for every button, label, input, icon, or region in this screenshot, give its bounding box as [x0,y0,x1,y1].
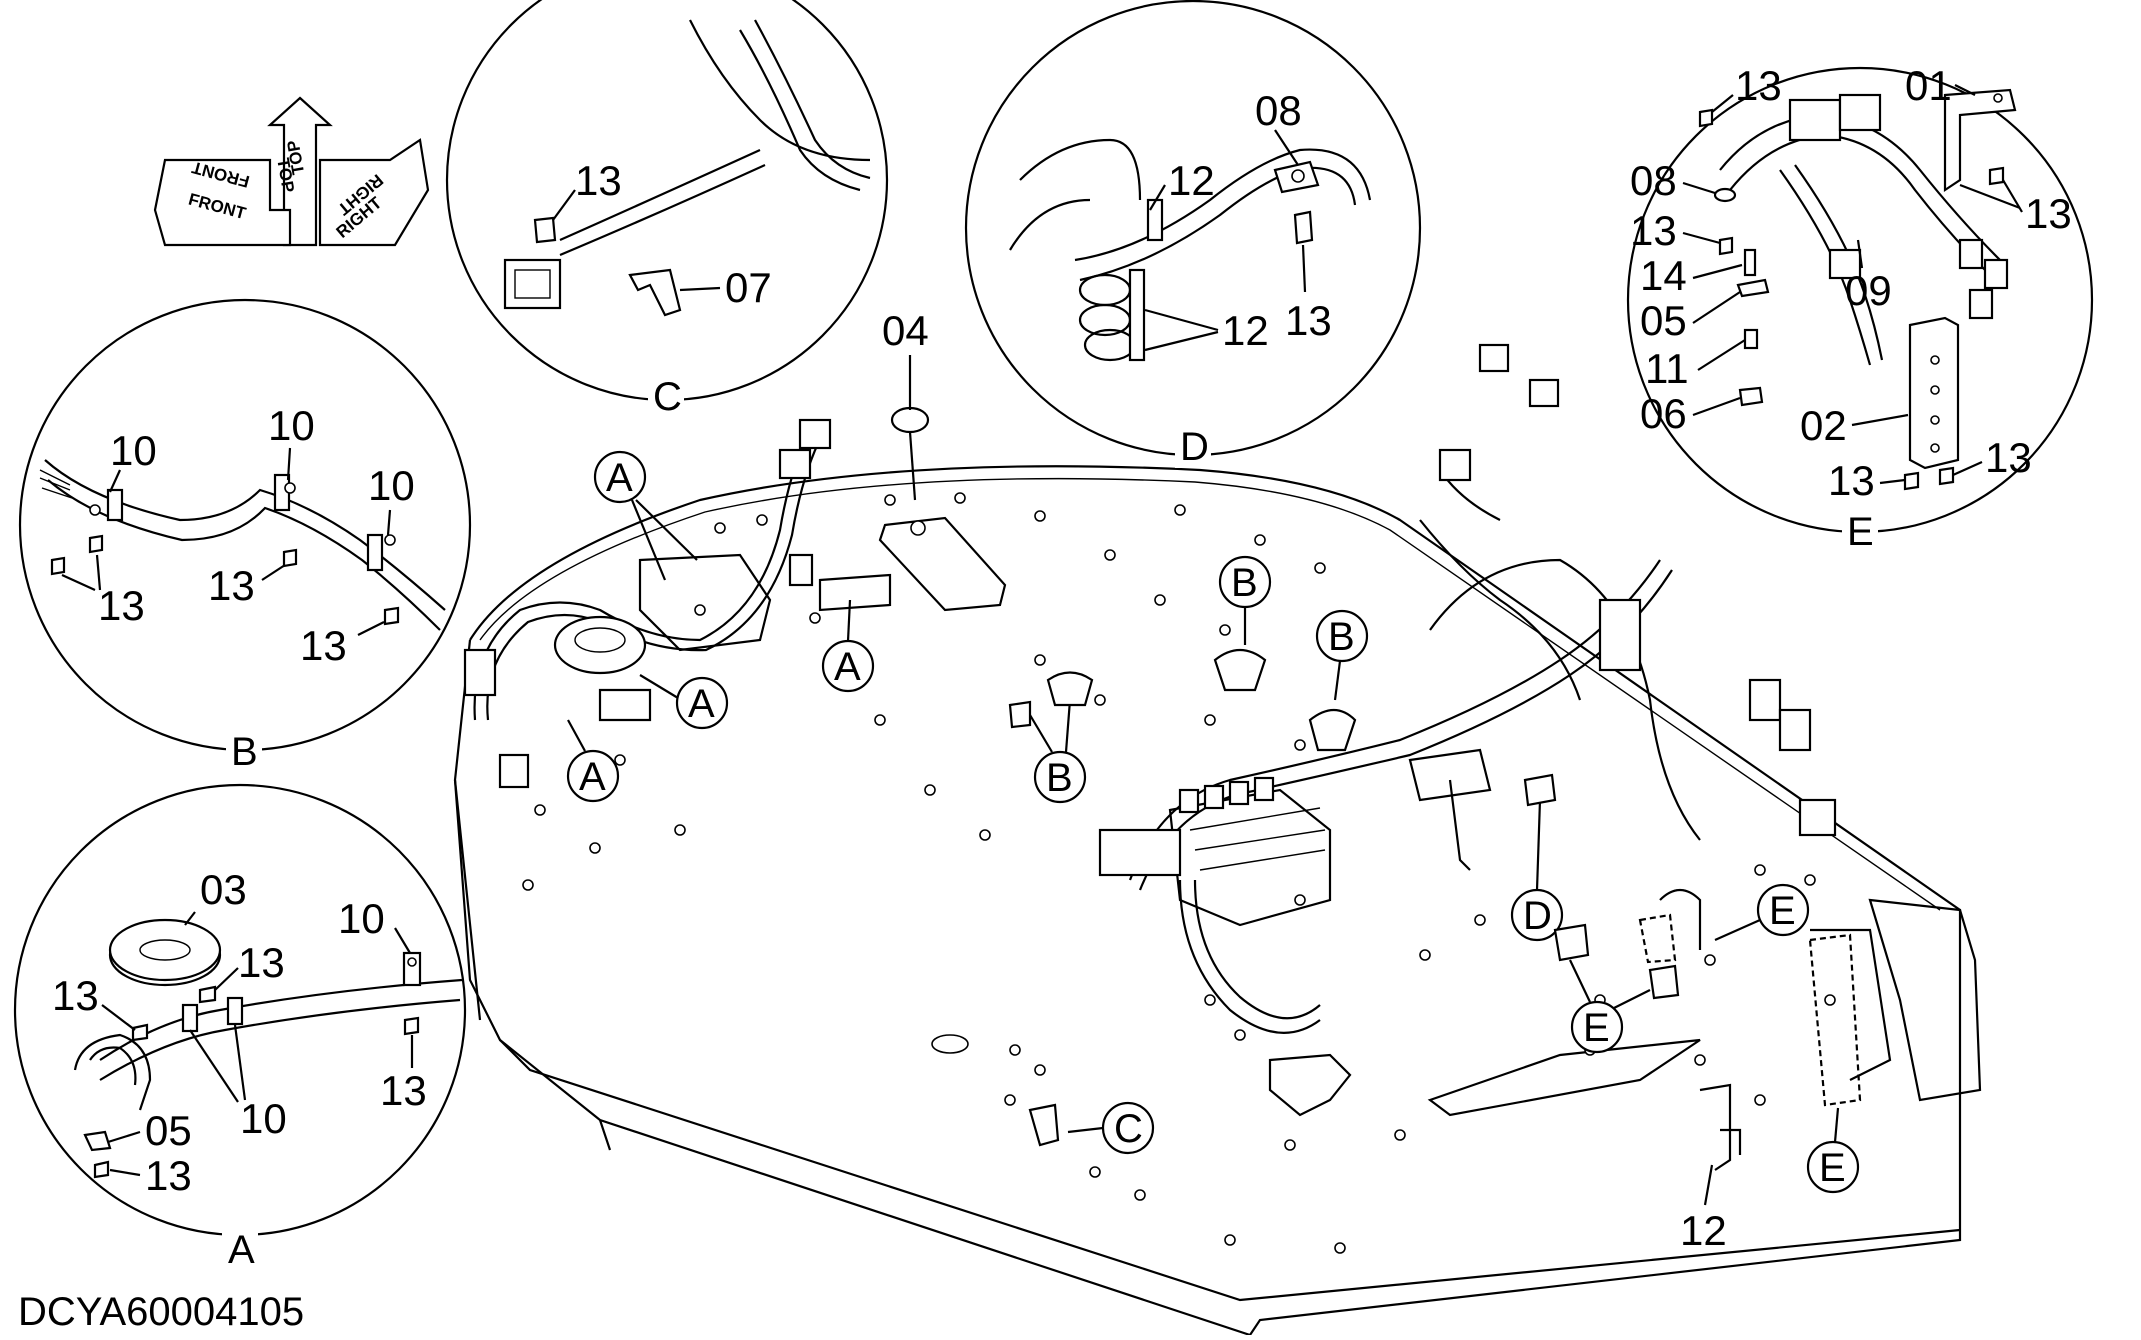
detail-a-part-05: 05 [145,1107,192,1154]
svg-text:A: A [579,755,606,799]
detail-d-part-13: 13 [1285,297,1332,344]
main-part-12: 12 [1680,1207,1727,1254]
detail-e-part-13a: 13 [1735,62,1782,109]
detail-a-part-10b: 10 [240,1095,287,1142]
detail-e-part-13c: 13 [2025,190,2072,237]
document-id: DCYA60004105 [18,1290,304,1334]
detail-b-title: B [231,730,258,774]
svg-text:D: D [1523,894,1552,938]
detail-e-part-09: 09 [1845,267,1892,314]
bolt-holes [522,492,1836,1254]
detail-d-part-12a: 12 [1168,157,1215,204]
detail-d-part-08: 08 [1255,87,1302,134]
svg-text:A: A [834,645,861,689]
main-callout-b-3: B [1008,671,1094,804]
detail-a-part-13a: 13 [238,939,285,986]
detail-d-part-12b: 12 [1222,307,1269,354]
main-callout-a-1: A [593,450,698,581]
detail-b-part-13a: 13 [98,582,145,629]
main-callout-e-2: E [1553,923,1680,1054]
harness-assembly [463,343,1862,1171]
detail-e-part-13e: 13 [1985,434,2032,481]
main-callout-c: C [1028,1101,1155,1155]
svg-text:B: B [1046,756,1073,800]
detail-e-part-14: 14 [1640,252,1687,299]
main-callout-a-4: A [821,599,875,693]
detail-e-part-13d: 13 [1828,457,1875,504]
svg-text:A: A [606,456,633,500]
detail-c-part-13: 13 [575,157,622,204]
svg-text:B: B [1328,615,1355,659]
main-callout-e-1: E [1714,883,1810,942]
main-frame-plate [453,465,1982,1337]
detail-c-title: C [653,375,682,419]
main-callout-e-3: E [1806,1107,1860,1194]
detail-view-d: D 08 12 13 12 [964,0,1422,469]
detail-a-part-10a: 10 [338,895,385,942]
main-part-04: 04 [882,307,929,354]
main-callout-b-2: B [1308,609,1369,752]
main-callout-b-1: B [1213,555,1272,692]
svg-text:C: C [1114,1107,1143,1151]
detail-b-part-13c: 13 [300,622,347,669]
detail-e-part-08: 08 [1630,157,1677,204]
detail-a-part-13d: 13 [145,1152,192,1199]
detail-view-a: A 03 13 13 10 10 13 05 [13,783,467,1272]
svg-text:E: E [1819,1146,1846,1190]
detail-e-part-11: 11 [1645,345,1689,392]
detail-a-part-13b: 13 [52,972,99,1019]
main-callout-d: D [1510,773,1564,942]
svg-text:B: B [1231,561,1258,605]
detail-view-b: B 10 10 10 13 13 13 [18,298,472,774]
detail-e-part-06: 06 [1640,390,1687,437]
svg-text:E: E [1769,889,1796,933]
svg-text:E: E [1583,1006,1610,1050]
detail-view-e: E 13 01 08 13 [1626,62,2094,554]
detail-b-part-10a: 10 [110,427,157,474]
detail-e-part-01: 01 [1905,62,1952,109]
main-callout-a-2: A [639,674,729,730]
detail-view-c: C 13 07 [445,0,889,419]
detail-b-part-10c: 10 [368,462,415,509]
detail-a-part-03: 03 [200,866,247,913]
detail-c-part-07: 07 [725,264,772,311]
detail-d-title: D [1180,425,1209,469]
detail-e-part-02: 02 [1800,402,1847,449]
detail-e-part-05: 05 [1640,297,1687,344]
svg-text:A: A [688,682,715,726]
main-callout-a-3: A [566,719,620,803]
detail-b-part-13b: 13 [208,562,255,609]
detail-e-part-13b: 13 [1630,207,1677,254]
detail-e-title: E [1847,510,1874,554]
detail-a-part-13c: 13 [380,1067,427,1114]
orientation-arrow-icon: FRONT TOP RIGHT FRONT TOP RIGHT [153,96,430,247]
detail-a-title: A [228,1228,255,1272]
detail-b-part-10b: 10 [268,402,315,449]
